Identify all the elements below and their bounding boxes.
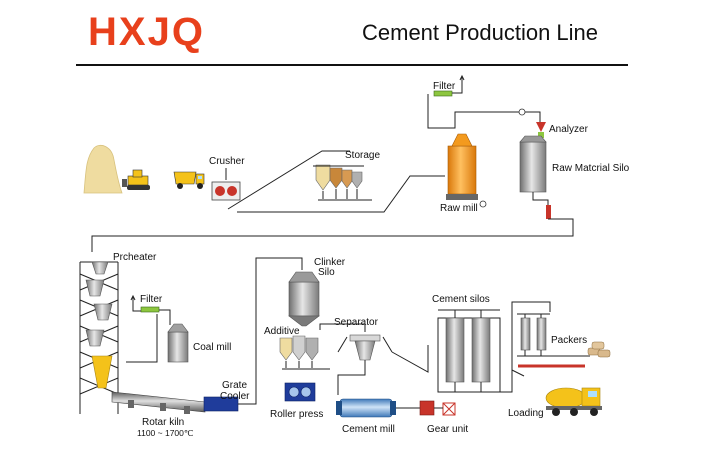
gear-unit-label: Gear unit [427, 424, 468, 435]
loading-truck-icon [545, 387, 602, 416]
separator-label: Separator [334, 317, 379, 328]
additive-bins [279, 335, 330, 370]
storage-label: Storage [345, 150, 380, 161]
crusher-label: Crusher [209, 156, 245, 167]
storage-bins [313, 164, 372, 201]
loading-label: Loading [508, 408, 544, 419]
silo-outlet [532, 192, 549, 205]
mid-filter-label: Filter [140, 294, 163, 305]
rotary-kiln-temperature: 1100 ~ 1700℃ [137, 428, 194, 438]
preheater-label: Prcheater [113, 252, 157, 263]
cement-mill-label: Cement mill [342, 424, 395, 435]
coal-mill-label: Coal mill [193, 342, 231, 353]
roller-press-icon [284, 382, 316, 402]
loading-chute [511, 369, 525, 377]
cement-silos-icon [437, 309, 501, 393]
cement-bags-icon [587, 341, 611, 358]
brand-logo: HXJQ [88, 10, 205, 54]
roller-press-label: Roller press [270, 409, 323, 420]
top-filter-label: Filter [433, 81, 456, 92]
silo-valve [546, 205, 551, 219]
fan-icon [518, 108, 526, 116]
duct-to-analyzer [525, 111, 541, 122]
separator-icon [337, 334, 393, 361]
coal-mill-icon [167, 323, 189, 363]
raw-material-heap [83, 144, 123, 194]
gear-unit-icon [419, 400, 456, 416]
analyzer-icon [536, 122, 546, 132]
bulldozer-icon [122, 169, 150, 190]
analyzer-label: Analyzer [549, 124, 589, 135]
duct-to-coal-mill [159, 309, 171, 325]
line-to-packers [500, 301, 551, 393]
conveyor-to-raw-mill [237, 175, 445, 213]
top-duct [427, 94, 520, 129]
packers-icon [517, 313, 590, 357]
page-title: Cement Production Line [362, 20, 599, 45]
clinker-silo-icon [288, 271, 320, 327]
header: HXJQ Cement Production Line [0, 0, 704, 66]
coal-feed-line [126, 314, 158, 363]
separator-return [337, 360, 366, 395]
raw-material-silo-label: Raw Matcrial Silo [552, 163, 630, 174]
header-divider [76, 64, 628, 66]
feed-line-to-preheater [91, 218, 574, 252]
mid-filter-icon [140, 306, 160, 313]
grate-cooler-label-1: Grate [222, 380, 247, 391]
top-filter-exhaust [452, 77, 463, 94]
cement-mill-icon [336, 398, 420, 418]
raw-material-silo-icon [519, 135, 547, 193]
raw-mill-label: Raw mill [440, 203, 478, 214]
separator-ducts [319, 323, 429, 373]
rotary-kiln-icon [111, 391, 206, 414]
crusher-icon [211, 181, 241, 201]
raw-mill-icon [446, 133, 478, 200]
clinker-silo-label-1: Clinker [314, 257, 346, 268]
cement-silos-label: Cement silos [432, 294, 490, 305]
preheater-tower [79, 261, 119, 414]
conveyor-to-storage [227, 150, 350, 210]
mid-filter-exhaust [132, 297, 141, 312]
grate-cooler-label-2: Cooler [220, 391, 250, 402]
rotary-kiln-label: Rotar kiln [142, 417, 184, 428]
additive-label: Additive [264, 326, 300, 337]
dump-truck-icon [173, 171, 205, 189]
clinker-silo-label-2: Silo [318, 267, 335, 278]
packers-label: Packers [551, 335, 587, 346]
line-to-clinker-silo [238, 257, 303, 405]
